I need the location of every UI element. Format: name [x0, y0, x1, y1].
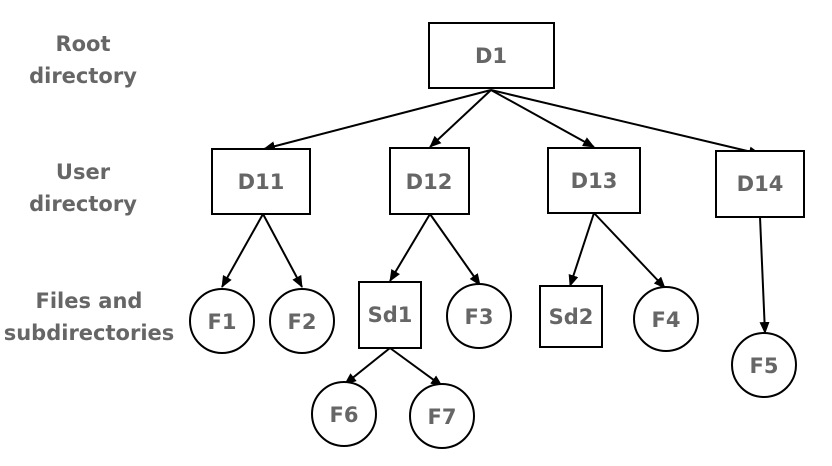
row-label-user-directory: User directory	[18, 156, 148, 220]
directory-box	[389, 147, 470, 215]
node-f4: F4	[633, 286, 699, 352]
file-circle	[311, 381, 377, 447]
file-circle	[731, 332, 797, 398]
node-f3: F3	[446, 283, 512, 349]
edge-d1-d14	[490, 89, 761, 157]
edge-d12-f3	[429, 213, 481, 286]
row-label-line: Root	[55, 32, 111, 56]
edge-sd1-f6	[344, 347, 391, 385]
file-circle	[633, 286, 699, 352]
node-label: Sd1	[368, 303, 413, 327]
directory-box	[428, 22, 555, 89]
node-d12: D12	[389, 147, 470, 215]
node-label: F2	[288, 310, 317, 334]
subdirectory-box	[358, 281, 422, 349]
node-label: D12	[406, 170, 453, 194]
row-label-line: directory	[29, 64, 137, 88]
row-label-line: directory	[29, 192, 137, 216]
directory-box	[211, 148, 311, 215]
edge-d11-f1	[221, 213, 264, 288]
node-label: F7	[428, 405, 457, 429]
node-label: F4	[652, 308, 681, 332]
node-f2: F2	[269, 288, 335, 354]
row-label-line: User	[55, 160, 111, 184]
file-circle	[189, 288, 255, 354]
edge-d13-f4	[593, 212, 666, 289]
node-label: F5	[750, 354, 779, 378]
node-sd2: Sd2	[539, 285, 603, 348]
node-label: D1	[475, 44, 507, 68]
subdirectory-box	[539, 285, 603, 348]
directory-box	[715, 150, 805, 218]
node-label: D13	[571, 169, 618, 193]
node-label: D11	[238, 170, 285, 194]
row-label-root-directory: Root directory	[18, 28, 148, 92]
edge-d12-sd1	[389, 213, 431, 282]
edge-sd1-f7	[389, 347, 443, 387]
edge-d1-d12	[429, 89, 492, 148]
node-label: Sd2	[549, 305, 594, 329]
file-circle	[446, 283, 512, 349]
node-d11: D11	[211, 148, 311, 215]
node-d14: D14	[715, 150, 805, 218]
node-f6: F6	[311, 381, 377, 447]
edge-d11-f2	[262, 213, 303, 288]
node-d1: D1	[428, 22, 555, 89]
row-label-line: subdirectories	[3, 321, 175, 345]
file-circle	[269, 288, 335, 354]
row-label-line: Files and	[35, 289, 143, 313]
directory-box	[547, 147, 641, 214]
node-label: F6	[330, 403, 359, 427]
node-d13: D13	[547, 147, 641, 214]
file-circle	[409, 383, 475, 449]
node-label: D14	[737, 172, 784, 196]
node-f1: F1	[189, 288, 255, 354]
node-f5: F5	[731, 332, 797, 398]
edge-d1-d11	[263, 89, 492, 152]
edge-d13-sd2	[568, 212, 595, 287]
node-label: F3	[465, 305, 494, 329]
node-label: F1	[208, 310, 237, 334]
node-sd1: Sd1	[358, 281, 422, 349]
edge-d1-d13	[490, 89, 595, 148]
node-f7: F7	[409, 383, 475, 449]
row-label-files-and-subdirectories: Files and subdirectories	[0, 285, 178, 349]
edge-d14-f5	[759, 216, 770, 334]
